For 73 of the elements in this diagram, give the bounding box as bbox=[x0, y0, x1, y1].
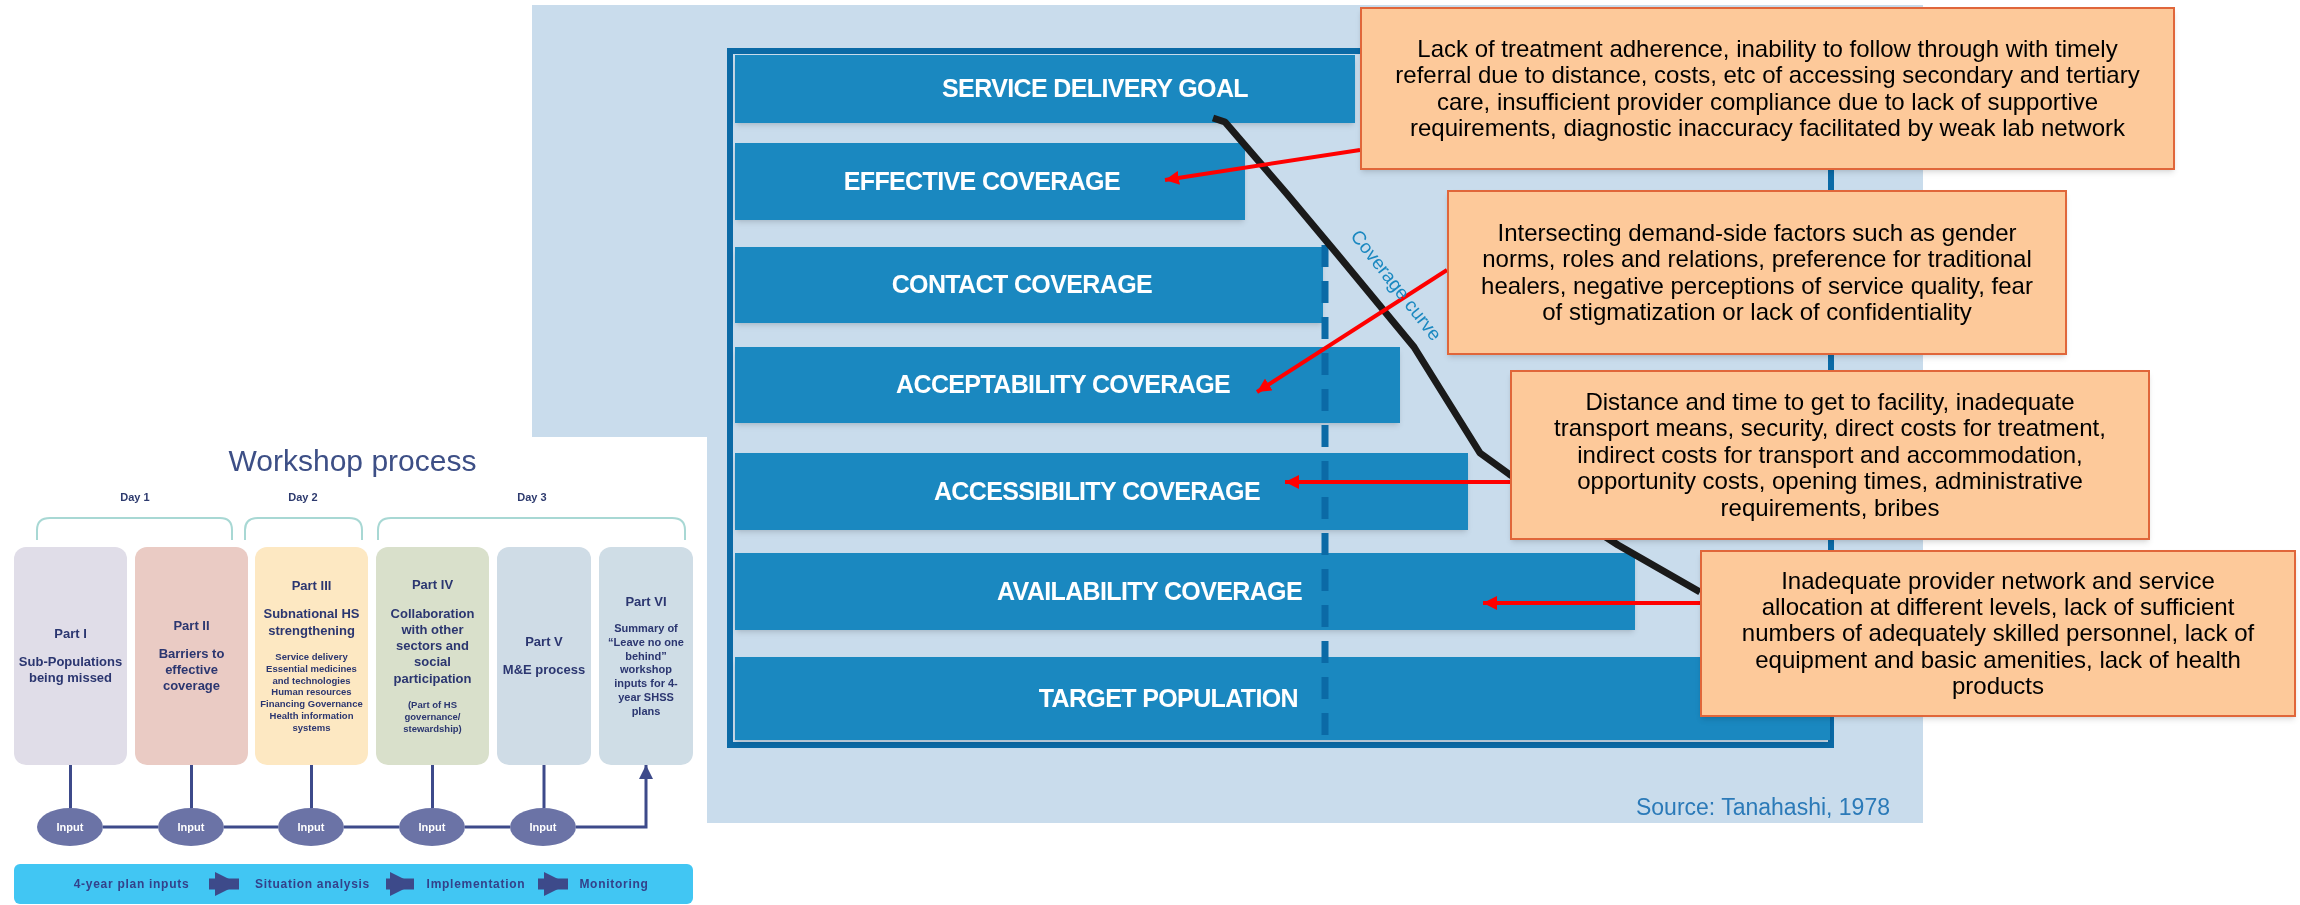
stage-label: Monitoring bbox=[579, 876, 649, 893]
callout-box bbox=[1360, 7, 2175, 170]
process-card bbox=[255, 547, 368, 765]
card-heading: Part III bbox=[291, 578, 332, 595]
process-card bbox=[135, 547, 248, 765]
callout-text: Inadequate provider network and service allocation at different levels, lack of sufficient numbers of adequately skilled personnel, lack of equipment and basic amenities, lack of health products bbox=[1740, 567, 2256, 700]
arrow bbox=[576, 765, 653, 829]
bar-label: ACCESSIBILITY COVERAGE bbox=[933, 475, 1260, 507]
card-text: Collaboration with other sectors and social participation bbox=[389, 605, 476, 687]
coverage-bar bbox=[735, 453, 1468, 530]
coverage-bar bbox=[735, 553, 1635, 630]
bar-label: AVAILABILITY COVERAGE bbox=[997, 575, 1302, 607]
card-text: (Part of HS governance/ stewardship) bbox=[402, 698, 463, 735]
oval-label: Input bbox=[529, 819, 557, 835]
arrow bbox=[1164, 148, 1361, 185]
bar-label: ACCEPTABILITY COVERAGE bbox=[896, 369, 1230, 401]
card-heading: Part IV bbox=[411, 577, 454, 594]
card-text: Barriers to effective coverage bbox=[157, 645, 226, 695]
card-text: Service delivery Essential medicines and technologies Human resources Financing Governance Health information systems bbox=[259, 650, 364, 734]
stage-label: Situation analysis bbox=[255, 876, 370, 893]
card-text: Summary of “Leave no one behind” workshop inputs for 4-year SHSS plans bbox=[607, 622, 685, 719]
process-card bbox=[497, 547, 591, 765]
arrow bbox=[538, 872, 568, 896]
arrow bbox=[386, 872, 414, 896]
card-heading: Part I bbox=[54, 625, 87, 642]
callout-text: Distance and time to get to facility, inadequate transport means, security, direct costs for treatment, indirect costs for transport and accommodation, opportunity costs, opening times, administrative requirements, bribes bbox=[1553, 389, 2107, 521]
callout-box bbox=[1510, 370, 2150, 540]
oval-label: Input bbox=[418, 819, 446, 835]
connector-line bbox=[69, 765, 72, 808]
oval-label: Input bbox=[56, 819, 84, 835]
bar-label: CONTACT COVERAGE bbox=[891, 269, 1152, 301]
coverage-bar bbox=[735, 143, 1245, 220]
arrow bbox=[1285, 475, 1510, 489]
day-label: Day 3 bbox=[516, 490, 548, 505]
process-card bbox=[14, 547, 127, 765]
process-card bbox=[376, 547, 489, 765]
arrow bbox=[209, 872, 239, 896]
day-label: Day 1 bbox=[119, 490, 151, 505]
card-heading: Part V bbox=[525, 633, 563, 650]
stage-label: 4-year plan inputs bbox=[73, 876, 190, 893]
connector-line bbox=[310, 765, 313, 808]
coverage-bar bbox=[735, 347, 1400, 423]
connector-line bbox=[103, 825, 158, 829]
callout-text: Lack of treatment adherence, inability to follow through with timely referral due to distance, costs, etc of accessing secondary and tertiary care, insufficient provider compliance due to lack of supportive requirements, diagnostic inaccuracy facilitated by weak lab network bbox=[1394, 35, 2141, 142]
connector-line bbox=[542, 765, 546, 808]
arrow bbox=[1255, 268, 1449, 394]
process-card bbox=[599, 547, 693, 765]
bar-label: TARGET POPULATION bbox=[1038, 682, 1298, 714]
connector-line bbox=[344, 825, 399, 829]
bar-label: SERVICE DELIVERY GOAL bbox=[942, 73, 1248, 105]
coverage-bar bbox=[735, 247, 1323, 323]
oval-label: Input bbox=[297, 819, 325, 835]
connector-line bbox=[431, 765, 434, 808]
connector-line bbox=[190, 765, 193, 808]
connector-line bbox=[465, 825, 510, 829]
callout-box bbox=[1447, 190, 2067, 355]
card-heading: Part II bbox=[173, 617, 210, 634]
coverage-bar bbox=[735, 55, 1355, 123]
card-text: Subnational HS strengthening bbox=[262, 606, 361, 639]
stage-label: Implementation bbox=[426, 876, 526, 893]
card-text: M&E process bbox=[502, 662, 586, 679]
source-note: Source: Tanahashi, 1978 bbox=[1634, 793, 1890, 822]
bar-label: EFFECTIVE COVERAGE bbox=[843, 165, 1120, 197]
oval-label: Input bbox=[177, 819, 205, 835]
stage-band bbox=[14, 864, 693, 904]
callout-text: Intersecting demand-side factors such as gender norms, roles and relations, preference for traditional healers, negative perceptions of service quality, fear of stigmatization or lack of confidentiality bbox=[1480, 219, 2034, 326]
arrow bbox=[1483, 596, 1700, 610]
callout-box bbox=[1700, 550, 2296, 717]
diagram-title: Workshop process bbox=[227, 446, 478, 476]
card-text: Sub-Populations being missed bbox=[18, 653, 123, 687]
day-label: Day 2 bbox=[287, 490, 319, 505]
card-heading: Part VI bbox=[625, 593, 667, 610]
connector-line bbox=[224, 825, 278, 829]
